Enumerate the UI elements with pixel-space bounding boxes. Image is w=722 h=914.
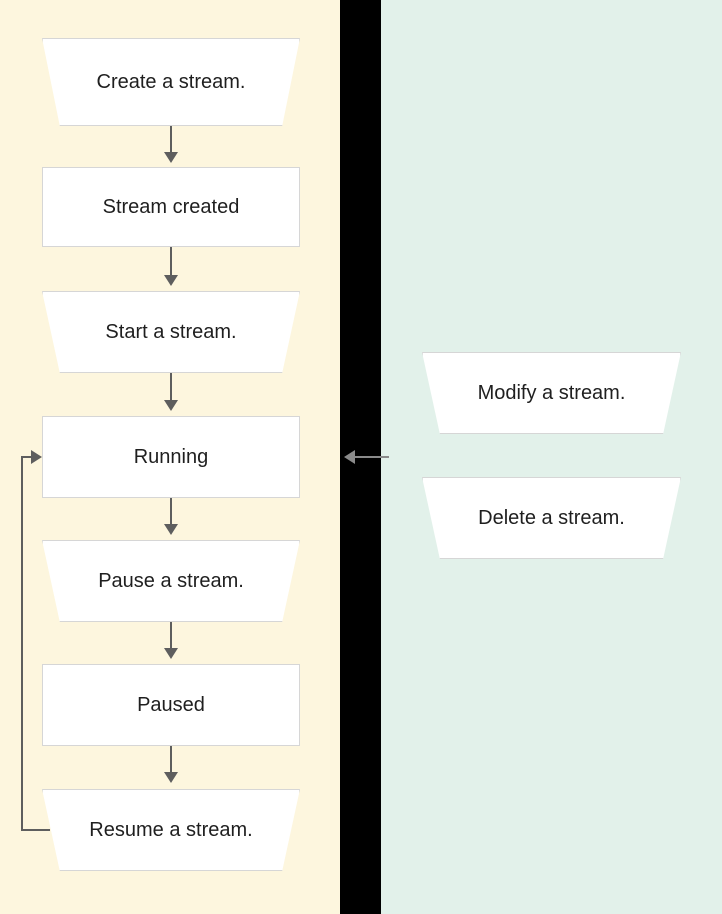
edge-resume-to-running-segment-bottom: [21, 829, 50, 831]
trapezoid-shape: [42, 540, 300, 622]
edge-create-to-created-arrowhead: [164, 152, 178, 163]
node-stream-created[interactable]: Stream created: [42, 167, 300, 247]
edge-pause-to-paused-line: [170, 622, 172, 652]
node-paused[interactable]: Paused: [42, 664, 300, 746]
node-create-a-stream[interactable]: Create a stream.: [42, 38, 300, 126]
node-label: Pause a stream.: [98, 570, 244, 592]
edge-start-to-running-arrowhead: [164, 400, 178, 411]
edge-resume-to-running-arrowhead: [31, 450, 42, 464]
edge-resume-to-running-segment-top: [21, 456, 39, 458]
node-label: Stream created: [102, 196, 240, 218]
edge-paused-to-resume-line: [170, 746, 172, 776]
node-resume-a-stream[interactable]: Resume a stream.: [42, 789, 300, 871]
edge-created-to-start-line: [170, 247, 172, 279]
edge-pause-to-paused-arrowhead: [164, 648, 178, 659]
node-label: Delete a stream.: [478, 507, 625, 529]
trapezoid-shape: [42, 291, 300, 373]
node-delete-a-stream[interactable]: Delete a stream.: [422, 477, 681, 559]
edge-created-to-start-arrowhead: [164, 275, 178, 286]
edge-actions-to-running-line: [355, 456, 389, 458]
edge-paused-to-resume-arrowhead: [164, 772, 178, 783]
node-modify-a-stream[interactable]: Modify a stream.: [422, 352, 681, 434]
node-pause-a-stream[interactable]: Pause a stream.: [42, 540, 300, 622]
node-label: Running: [133, 446, 209, 468]
edge-running-to-pause-line: [170, 498, 172, 528]
edge-actions-to-running-arrowhead: [344, 450, 355, 464]
edge-start-to-running-line: [170, 373, 172, 404]
node-start-a-stream[interactable]: Start a stream.: [42, 291, 300, 373]
edge-running-to-pause-arrowhead: [164, 524, 178, 535]
edge-create-to-created-line: [170, 126, 172, 156]
node-label: Resume a stream.: [89, 819, 253, 841]
node-label: Create a stream.: [96, 71, 246, 93]
trapezoid-shape: [422, 352, 681, 434]
node-label: Paused: [137, 694, 205, 716]
stream-actions-panel: [381, 0, 722, 914]
edge-resume-to-running-segment-vertical: [21, 457, 23, 831]
node-label: Modify a stream.: [477, 382, 626, 404]
trapezoid-shape: [422, 477, 681, 559]
node-label: Start a stream.: [105, 321, 237, 343]
node-running[interactable]: Running: [42, 416, 300, 498]
